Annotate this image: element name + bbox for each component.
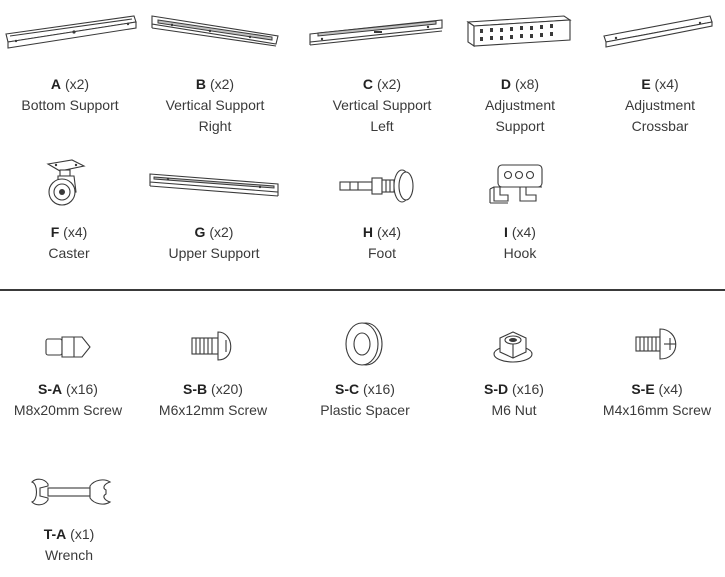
tool-qty: (x1) [70, 526, 95, 542]
part-qty: (x2) [209, 76, 235, 92]
caster-wheel-icon [42, 158, 88, 208]
wrench-icon [28, 476, 112, 508]
upper-support-rail-icon [148, 170, 282, 198]
adjustment-crossbar-icon [602, 14, 714, 50]
part-letter: G [194, 224, 206, 240]
hardware-name: M4x16mm Screw [602, 402, 712, 418]
part-qty: (x8) [514, 76, 540, 92]
part-qty: (x2) [376, 76, 402, 92]
part-qty: (x4) [376, 224, 402, 240]
part-name: Upper Support [168, 245, 260, 261]
vertical-support-right-rail-icon [150, 14, 280, 47]
spacer-ring-icon [344, 321, 384, 367]
part-qty: (x4) [511, 224, 536, 240]
hardware-qty: (x16) [363, 381, 395, 397]
part-qty: (x2) [209, 224, 234, 240]
part-name: Adjustment [484, 97, 556, 113]
hardware-qty: (x20) [211, 381, 243, 397]
vertical-support-left-rail-icon [308, 16, 444, 46]
part-name-line2: Crossbar [631, 118, 689, 134]
hardware-qty: (x16) [512, 381, 544, 397]
adjustment-support-bracket-icon [466, 14, 572, 48]
part-name-line2: Right [198, 118, 232, 134]
part-name: Bottom Support [21, 97, 119, 113]
bottom-support-rail-icon [4, 14, 138, 50]
part-letter: I [504, 224, 508, 240]
hardware-code: S-E [631, 381, 655, 397]
part-name: Hook [503, 245, 537, 261]
hardware-qty: (x16) [66, 381, 98, 397]
part-qty: (x4) [63, 224, 88, 240]
hook-icon [486, 163, 548, 209]
part-name-line2: Left [370, 118, 394, 134]
part-name: Vertical Support [165, 97, 265, 113]
part-name-line2: Support [495, 118, 545, 134]
round-head-screw-icon [190, 330, 238, 362]
part-letter: H [362, 224, 374, 240]
hardware-code: S-C [335, 381, 360, 397]
part-name: Adjustment [624, 97, 696, 113]
hardware-code: S-D [484, 381, 509, 397]
part-letter: A [50, 76, 62, 92]
part-letter: E [641, 76, 651, 92]
hardware-code: S-A [38, 381, 63, 397]
part-letter: C [362, 76, 374, 92]
part-letter: F [50, 224, 60, 240]
tool-code: T-A [43, 526, 67, 542]
part-qty: (x2) [64, 76, 90, 92]
part-name: Foot [367, 245, 396, 261]
tool-name: Wrench [45, 547, 93, 563]
hardware-name: M6x12mm Screw [158, 402, 268, 418]
part-qty: (x4) [654, 76, 679, 92]
part-name: Vertical Support [332, 97, 432, 113]
hardware-name: M8x20mm Screw [13, 402, 123, 418]
part-letter: D [500, 76, 512, 92]
part-name: Caster [48, 245, 90, 261]
hex-screw-icon [44, 333, 94, 361]
hardware-qty: (x4) [658, 381, 683, 397]
hardware-name: Plastic Spacer [320, 402, 410, 418]
part-letter: B [195, 76, 207, 92]
hardware-code: S-B [183, 381, 208, 397]
leveling-foot-icon [338, 168, 418, 204]
hex-nut-icon [492, 328, 534, 364]
hardware-name: M6 Nut [491, 402, 537, 418]
section-divider [0, 289, 725, 291]
small-screw-icon [634, 326, 684, 362]
